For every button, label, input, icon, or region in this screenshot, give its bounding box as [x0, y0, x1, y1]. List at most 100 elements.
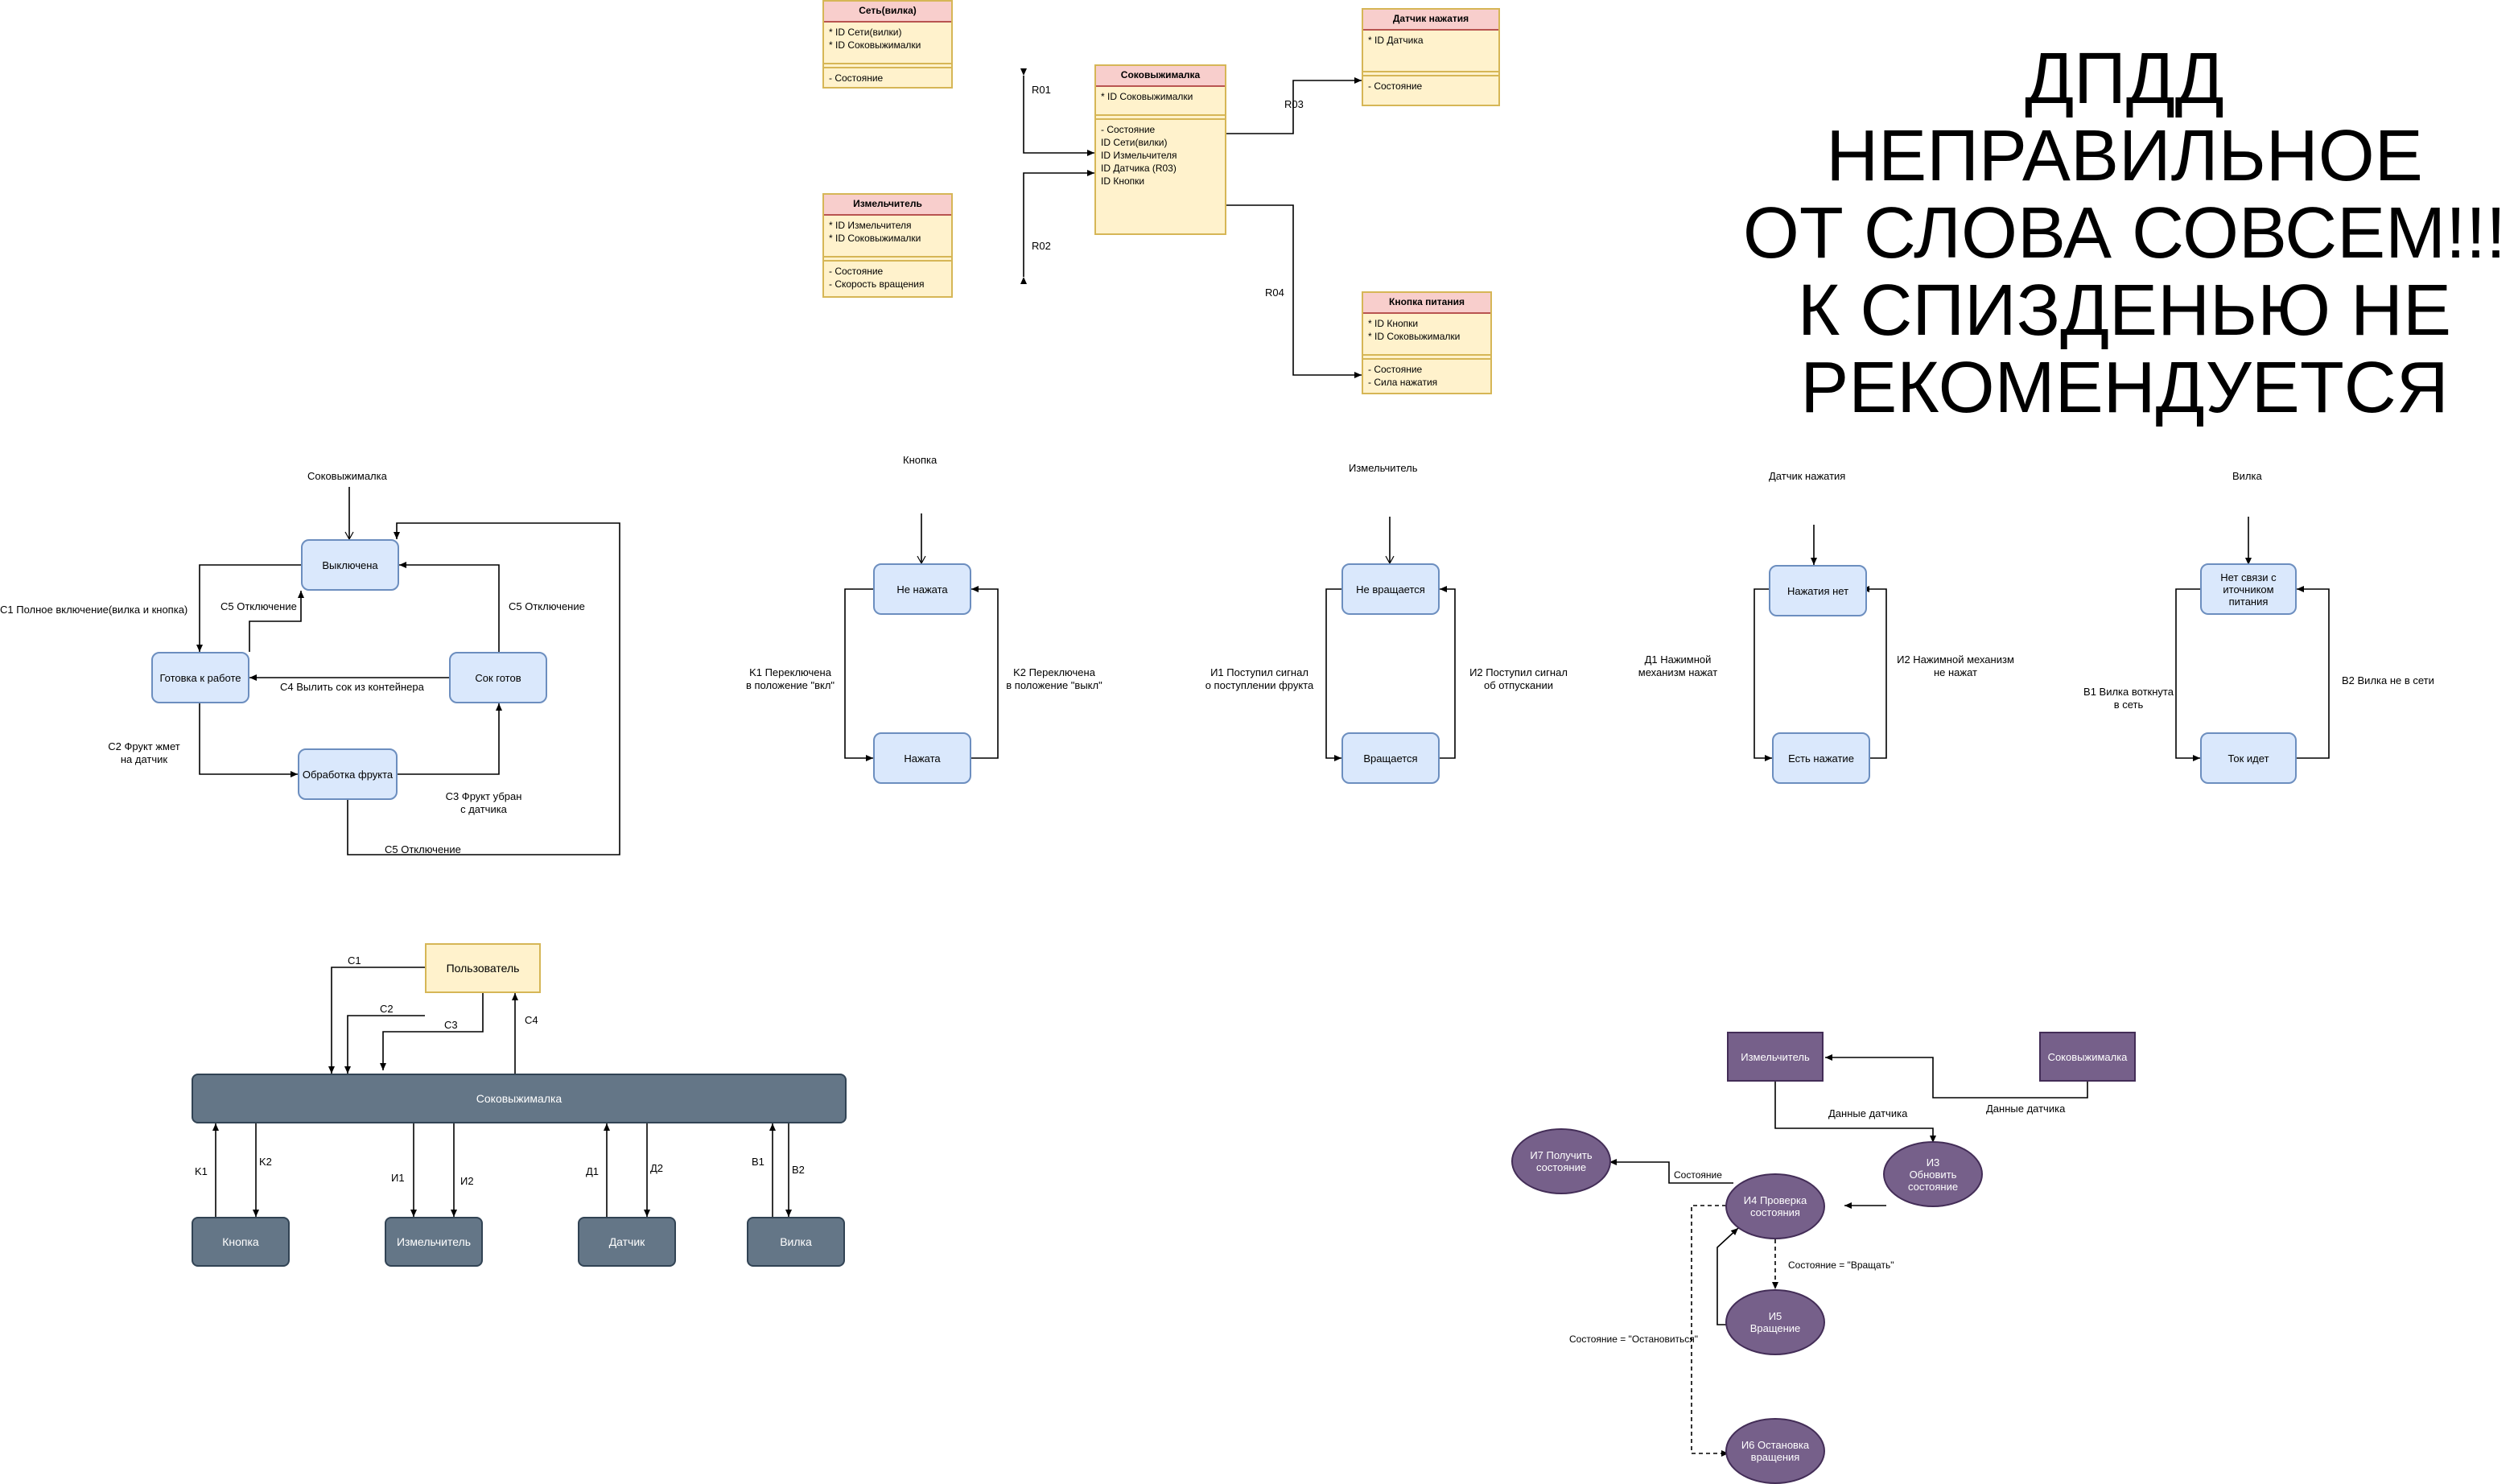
class-main[interactable]: Соковыжималка * ID Соковыжималки - Состо… [1094, 64, 1226, 235]
event-c3-line1: C3 Фрукт убран [445, 790, 522, 802]
state-processing[interactable]: Обработка фрукта [298, 748, 398, 800]
button-event-k2-line2: в положение "выкл" [1006, 679, 1102, 691]
flow-label-b2: B2 [792, 1164, 805, 1176]
class-shredder[interactable]: Измельчитель * ID Измельчителя * ID Соко… [822, 193, 953, 298]
class-attr: * ID Соковыжималки [829, 39, 921, 51]
class-op: - Состояние [829, 266, 884, 277]
plug-event-b2: B2 Вилка не в сети [2342, 674, 2434, 686]
class-divider [1363, 71, 1498, 76]
sensor-event-d1-line1: Д1 Нажимной [1644, 653, 1712, 666]
event-c5a: C5 Отключение [220, 600, 297, 612]
class-sensor-title: Датчик нажатия [1363, 10, 1498, 31]
process-i3-line2: Обновить состояние [1907, 1168, 1959, 1193]
process-i6-line1: И6 Остановка [1741, 1439, 1810, 1451]
class-set[interactable]: Сеть(вилка) * ID Сети(вилки) * ID Соковы… [822, 0, 953, 89]
flow-data-1: Данные датчика [1986, 1103, 2066, 1115]
process-i4-line1: И4 Проверка [1743, 1194, 1807, 1206]
note-line-4: РЕКОМЕНДУЕТСЯ [1800, 348, 2449, 428]
class-attr: * ID Измельчителя [829, 220, 912, 231]
sensor-state-1[interactable]: Нажатия нет [1769, 565, 1867, 616]
entity-juicer[interactable]: Соковыжималка [2039, 1032, 2136, 1082]
shredder-event-i2: И2 Поступил сигнал об отпускании [1458, 666, 1579, 692]
button-event-k2-line1: K2 Переключена [1013, 666, 1095, 678]
flow-label-d1: Д1 [586, 1165, 600, 1177]
c1-line [196, 564, 301, 652]
state-ready[interactable]: Готовка к работе [151, 652, 249, 703]
flow-label-c2: C2 [380, 1003, 394, 1015]
entity-shredder[interactable]: Измельчитель [1727, 1032, 1824, 1082]
event-c5c: C5 Отключение [385, 843, 461, 855]
sensor-event-i2-line2: не нажат [1933, 666, 1978, 678]
state-off[interactable]: Выключена [301, 539, 399, 591]
sensor-event-d1-line2: механизм нажат [1638, 666, 1718, 678]
flow-rotate: Состояние = "Вращать" [1788, 1259, 1894, 1271]
sensor-sm-title: Датчик нажатия [1769, 470, 1846, 482]
process-i7[interactable]: И7 Получить состояние [1511, 1128, 1611, 1194]
class-op: ID Датчика (R03) [1101, 163, 1177, 174]
class-divider [824, 63, 951, 68]
relation-label-r02: R02 [1032, 240, 1051, 252]
class-sensor[interactable]: Датчик нажатия * ID Датчика - Состояние [1362, 8, 1500, 106]
flow-label-k1: K1 [195, 1165, 208, 1177]
class-attr: * ID Сети(вилки) [829, 27, 902, 38]
button-state-1[interactable]: Не нажата [873, 563, 971, 615]
button-state-2[interactable]: Нажата [873, 732, 971, 784]
button-event-k1: K1 Переключена в положение "вкл" [734, 666, 847, 692]
class-attr: * ID Кнопки [1368, 318, 1419, 329]
flow-label-c3: C3 [444, 1019, 458, 1031]
plug-event-b1: B1 Вилка воткнута в сеть [2076, 686, 2181, 711]
relation-label-r03: R03 [1284, 98, 1304, 110]
process-i5-line1: И5 [1768, 1310, 1782, 1322]
event-c4: C4 Вылить сок из контейнера [280, 681, 424, 693]
button-event-k1-line1: K1 Переключена [749, 666, 831, 678]
process-i5[interactable]: И5 Вращение [1725, 1289, 1825, 1355]
c5c-line [347, 522, 620, 855]
c3-line [398, 703, 502, 775]
system-juicer[interactable]: Соковыжималка [192, 1074, 847, 1123]
class-op: ID Измельчителя [1101, 150, 1177, 161]
note-line-1: ДПДД НЕПРАВИЛЬНОЕ [1826, 39, 2423, 196]
event-c1: C1 Полное включение(вилка и кнопка) [0, 604, 188, 616]
button-sm-title: Кнопка [903, 454, 938, 466]
class-set-title: Сеть(вилка) [824, 2, 951, 23]
class-attr: * ID Соковыжималки [1368, 331, 1461, 342]
shredder-state-2[interactable]: Вращается [1341, 732, 1440, 784]
event-c3-line2: с датчика [460, 803, 507, 815]
process-i5-line2: Вращение [1749, 1322, 1801, 1334]
button-event-k2: K2 Переключена в положение "выкл" [998, 666, 1111, 692]
actor-user[interactable]: Пользователь [425, 943, 541, 993]
shredder-event-i2-line1: И2 Поступил сигнал [1469, 666, 1568, 678]
process-i6[interactable]: И6 Остановка вращения [1725, 1418, 1825, 1484]
relation-label-r01: R01 [1032, 84, 1051, 96]
event-c2: C2 Фрукт жмет на датчик [100, 740, 188, 766]
event-c2-line1: C2 Фрукт жмет [108, 740, 180, 752]
process-i4[interactable]: И4 Проверка состояния [1725, 1173, 1825, 1239]
sensor-state-2[interactable]: Есть нажатие [1772, 732, 1870, 784]
r03-line [1219, 77, 1362, 137]
class-button-title: Кнопка питания [1363, 293, 1490, 314]
note-line-2: ОТ СЛОВА СОВСЕМ!!! [1742, 193, 2507, 274]
r02-line [1020, 170, 1094, 284]
event-c2-line2: на датчик [120, 753, 168, 765]
warning-note: ДПДД НЕПРАВИЛЬНОЕ ОТ СЛОВА СОВСЕМ!!! К С… [1722, 40, 2518, 427]
shredder-state-1[interactable]: Не вращается [1341, 563, 1440, 615]
state-juice-ready[interactable]: Сок готов [449, 652, 547, 703]
flow-label-b1: B1 [752, 1156, 764, 1168]
class-op: - Состояние [1368, 80, 1423, 92]
class-divider [1363, 354, 1490, 360]
r04-line [1219, 202, 1362, 378]
process-i3[interactable]: И3 Обновить состояние [1883, 1141, 1983, 1207]
class-button[interactable]: Кнопка питания * ID Кнопки * ID Соковыжи… [1362, 291, 1492, 394]
flow-label-c1: C1 [348, 954, 361, 967]
flow-label-i1: И1 [391, 1172, 405, 1184]
note-line-3: К СПИЗДЕНЬЮ НЕ [1797, 270, 2452, 351]
relation-label-r04: R04 [1265, 286, 1284, 299]
plug-state-2[interactable]: Ток идет [2200, 732, 2297, 784]
external-plug[interactable]: Вилка [747, 1217, 845, 1267]
plug-state-1[interactable]: Нет связи с иточником питания [2200, 563, 2297, 615]
external-sensor[interactable]: Датчик [578, 1217, 676, 1267]
external-shredder[interactable]: Измельчитель [385, 1217, 483, 1267]
r01-line [1020, 68, 1094, 156]
c5b-line [399, 562, 500, 652]
external-button[interactable]: Кнопка [192, 1217, 290, 1267]
